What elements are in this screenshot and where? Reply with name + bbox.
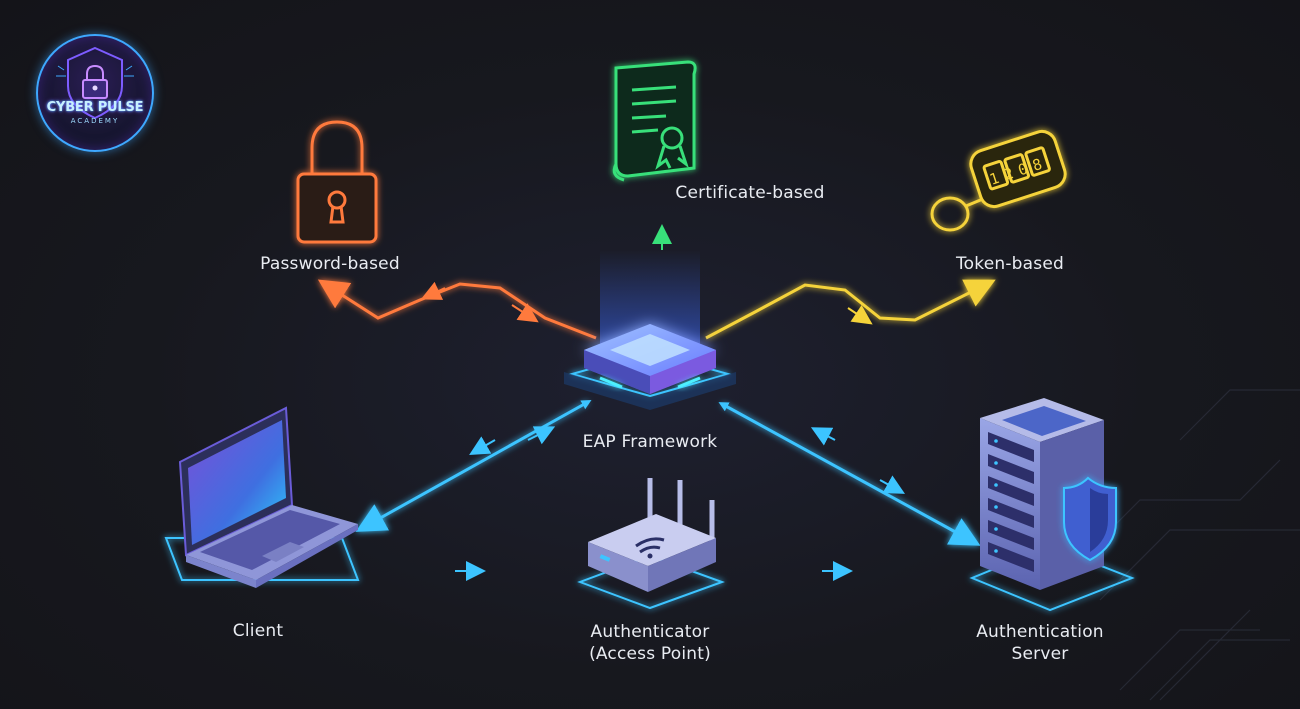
client-eap-arrow (469, 436, 496, 456)
eap-client-link (355, 400, 589, 532)
server-eap-arrow (810, 427, 836, 446)
eap-server-link (721, 402, 981, 546)
client-label: Client (232, 621, 284, 641)
authentication-server-label: Authentication Server (950, 621, 1130, 665)
logo: CYBER PULSE ACADEMY (36, 34, 154, 152)
eap-framework-label: EAP Framework (582, 432, 718, 452)
password-link (317, 279, 597, 340)
logo-padlock-icon (56, 46, 134, 120)
password-flow-arrow (420, 281, 446, 300)
token-flow-arrow (847, 305, 873, 325)
token-link (705, 279, 996, 340)
authenticator-label: Authenticator (Access Point) (560, 621, 740, 665)
logo-title: CYBER PULSE (46, 100, 144, 115)
certificate-based-label: Certificate-based (675, 183, 825, 203)
router-icon (577, 478, 725, 610)
certificate-icon (612, 60, 697, 182)
password-flow-arrow-2 (511, 303, 539, 323)
padlock-icon (296, 120, 378, 244)
authenticator-label-line1: Authenticator (590, 622, 710, 642)
eap-cube-icon (564, 324, 736, 410)
client-eap-arrow-2 (527, 426, 556, 445)
password-based-label: Password-based (260, 254, 400, 274)
token-icon (930, 129, 1067, 232)
token-based-label: Token-based (955, 254, 1065, 274)
server-label-line1: Authentication (976, 622, 1104, 642)
laptop-icon (164, 406, 360, 588)
shield-icon (1063, 476, 1117, 562)
server-eap-arrow-2 (879, 475, 905, 494)
logo-subtitle: ACADEMY (70, 117, 120, 125)
authenticator-label-line2: (Access Point) (589, 644, 711, 664)
server-label-line2: Server (1011, 644, 1069, 664)
